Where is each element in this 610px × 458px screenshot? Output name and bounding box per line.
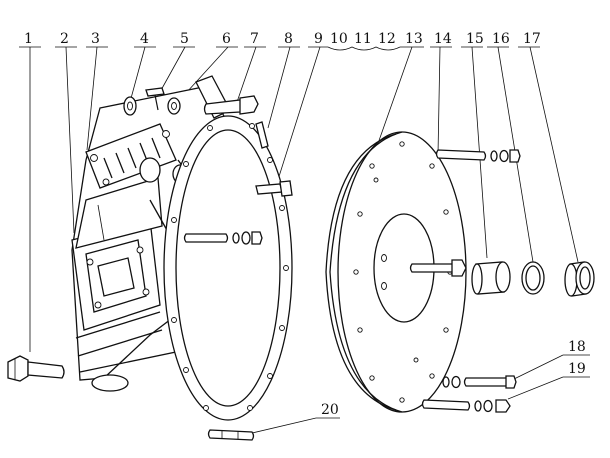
inspection-cover-plate [85,123,177,189]
callout-label-10: 10 [330,31,348,47]
callout-label-18: 18 [568,339,586,355]
callout-labels: 1 2 3 4 5 6 7 8 9 10 11 12 13 14 15 16 1… [24,31,586,418]
bolt-part-14 [409,259,467,277]
callout-label-5: 5 [180,31,189,47]
leader-line-19 [507,376,590,400]
callout-label-13: 13 [405,31,423,47]
callout-label-17: 17 [523,31,541,47]
bushing-part-15 [471,261,511,295]
callout-label-1: 1 [24,31,33,47]
leader-line-7 [236,46,266,103]
callout-label-15: 15 [466,31,484,47]
bolt-part-7 [203,95,259,115]
callout-label-19: 19 [568,361,586,377]
leader-line-8 [267,46,300,129]
stud-part-18 [442,375,517,389]
top-fittings [123,87,181,116]
leader-line-1 [19,46,41,352]
callout-label-4: 4 [140,31,149,47]
callout-label-3: 3 [91,31,100,47]
leader-line-5 [159,46,195,93]
callout-label-11: 11 [354,31,372,47]
callout-label-14: 14 [434,31,452,47]
bolt-part-1 [7,355,65,382]
flywheel-housing [71,75,293,421]
leader-line-20 [251,417,340,434]
leader-line-4 [129,46,156,103]
leader-line-2 [55,46,77,234]
callout-label-6: 6 [222,31,231,47]
leader-line-18 [511,354,590,381]
callout-label-9: 9 [314,31,323,47]
leader-lines [19,46,590,434]
callout-label-12: 12 [378,31,396,47]
stud-washer-nut-assembly [183,231,263,245]
callout-label-8: 8 [284,31,293,47]
stud-part-9 [255,180,293,197]
stud-part-19 [421,399,511,413]
leader-line-3 [86,46,108,151]
leader-line-10-12-bracket [327,46,401,51]
leader-line-9 [275,46,328,187]
callout-label-16: 16 [492,31,510,47]
callout-label-20: 20 [321,402,339,418]
bearing-part-17 [564,261,595,297]
upper-stud-assembly [435,149,521,163]
callout-label-7: 7 [250,31,259,47]
stud-part-20 [207,429,255,441]
leader-line-17 [518,46,579,263]
callout-label-2: 2 [60,31,69,47]
seal-ring-part-16 [521,261,545,295]
